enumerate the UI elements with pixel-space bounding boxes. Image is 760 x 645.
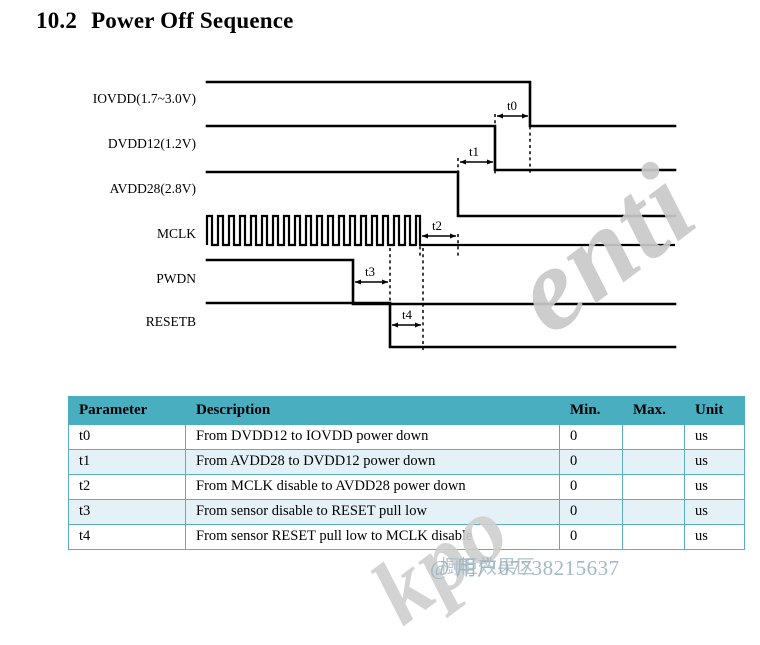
timing-parameter-table: Parameter Description Min. Max. Unit t0 … [68, 396, 745, 550]
interval-marker-t4: t4 [391, 307, 422, 328]
table-row: t2 From MCLK disable to AVDD28 power dow… [68, 474, 745, 500]
cell-unit: us [684, 424, 745, 450]
signal-label-avdd28: AVDD28(2.8V) [110, 181, 196, 196]
cell-unit: us [684, 449, 745, 475]
interval-label-t1: t1 [469, 144, 479, 159]
table-row: t1 From AVDD28 to DVDD12 power down 0 us [68, 449, 745, 475]
timing-diagram: IOVDD(1.7~3.0V) DVDD12(1.2V) AVDD28(2.8V… [0, 58, 760, 368]
column-header-max: Max. [622, 396, 685, 425]
cell-unit: us [684, 524, 745, 550]
table-row: t4 From sensor RESET pull low to MCLK di… [68, 524, 745, 550]
waveform-resetb [205, 301, 677, 349]
cell-max [622, 499, 685, 525]
section-title: Power Off Sequence [91, 8, 294, 33]
signal-label-pwdn: PWDN [156, 271, 196, 286]
column-header-unit: Unit [684, 396, 745, 425]
cell-description: From MCLK disable to AVDD28 power down [185, 474, 560, 500]
waveform-mclk [205, 214, 675, 247]
column-header-description: Description [185, 396, 560, 425]
cell-max [622, 474, 685, 500]
table-row: t3 From sensor disable to RESET pull low… [68, 499, 745, 525]
cell-min: 0 [559, 424, 623, 450]
waveform-dvdd12 [205, 124, 677, 172]
cell-min: 0 [559, 474, 623, 500]
cell-description: From AVDD28 to DVDD12 power down [185, 449, 560, 475]
interval-marker-t0: t0 [496, 98, 529, 119]
cell-max [622, 449, 685, 475]
cell-max [622, 524, 685, 550]
interval-label-t4: t4 [402, 307, 413, 322]
column-header-parameter: Parameter [68, 396, 186, 425]
signal-label-iovdd: IOVDD(1.7~3.0V) [93, 91, 196, 106]
table-header-row: Parameter Description Min. Max. Unit [68, 396, 745, 425]
cell-description: From sensor RESET pull low to MCLK disab… [185, 524, 560, 550]
watermark-user-tag: @ 用户07738215637 [430, 556, 620, 580]
column-header-min: Min. [559, 396, 623, 425]
page-title: 10.2 Power Off Sequence [36, 8, 294, 34]
watermark-chinese-overlay: 橱柜效果区 [440, 556, 536, 578]
cell-parameter: t4 [68, 524, 186, 550]
interval-marker-t2: t2 [421, 218, 457, 239]
table-row: t0 From DVDD12 to IOVDD power down 0 us [68, 424, 745, 450]
interval-label-t0: t0 [507, 98, 517, 113]
interval-label-t3: t3 [365, 264, 375, 279]
interval-label-t2: t2 [432, 218, 442, 233]
interval-marker-t3: t3 [354, 264, 389, 285]
cell-unit: us [684, 499, 745, 525]
cell-parameter: t3 [68, 499, 186, 525]
waveform-iovdd [205, 80, 677, 128]
section-number: 10.2 [36, 8, 78, 33]
cell-description: From sensor disable to RESET pull low [185, 499, 560, 525]
cell-parameter: t1 [68, 449, 186, 475]
cell-min: 0 [559, 499, 623, 525]
cell-description: From DVDD12 to IOVDD power down [185, 424, 560, 450]
signal-label-resetb: RESETB [146, 314, 196, 329]
interval-marker-t1: t1 [459, 144, 494, 165]
cell-min: 0 [559, 524, 623, 550]
cell-parameter: t2 [68, 474, 186, 500]
cell-min: 0 [559, 449, 623, 475]
signal-label-mclk: MCLK [157, 226, 196, 241]
waveform-pwdn [205, 258, 677, 306]
signal-label-dvdd12: DVDD12(1.2V) [108, 136, 196, 151]
cell-max [622, 424, 685, 450]
cell-parameter: t0 [68, 424, 186, 450]
waveform-avdd28 [205, 170, 677, 218]
cell-unit: us [684, 474, 745, 500]
